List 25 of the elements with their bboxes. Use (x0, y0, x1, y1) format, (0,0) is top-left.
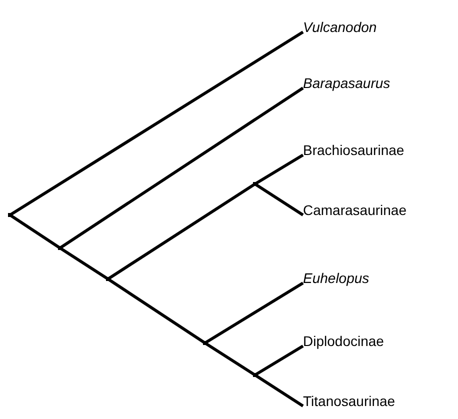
branch-line (9, 214, 61, 250)
branch-line (254, 344, 304, 376)
taxon-label: Camarasaurinae (303, 201, 406, 219)
branch-line (254, 374, 304, 408)
branch-line (59, 86, 304, 250)
branch-line (9, 30, 304, 216)
branch-line (254, 182, 304, 216)
branch-point (203, 341, 207, 345)
branch-line (59, 246, 109, 280)
taxon-label: Brachiosaurinae (303, 141, 404, 159)
branch-line (254, 154, 304, 186)
branch-line (107, 278, 206, 344)
branch-line (204, 282, 304, 344)
branch-line (204, 342, 256, 376)
branch-point (253, 182, 257, 186)
branch-line (107, 182, 256, 280)
taxon-label: Euhelopus (303, 269, 370, 287)
taxon-label: Vulcanodon (303, 18, 377, 36)
branch-point (58, 246, 62, 250)
taxon-label: Barapasaurus (303, 74, 390, 92)
branch-point (8, 213, 12, 217)
branch-point (106, 277, 110, 281)
taxon-label: Titanosaurinae (303, 392, 396, 410)
branch-point (253, 373, 257, 377)
taxon-label: Diplodocinae (303, 332, 384, 350)
